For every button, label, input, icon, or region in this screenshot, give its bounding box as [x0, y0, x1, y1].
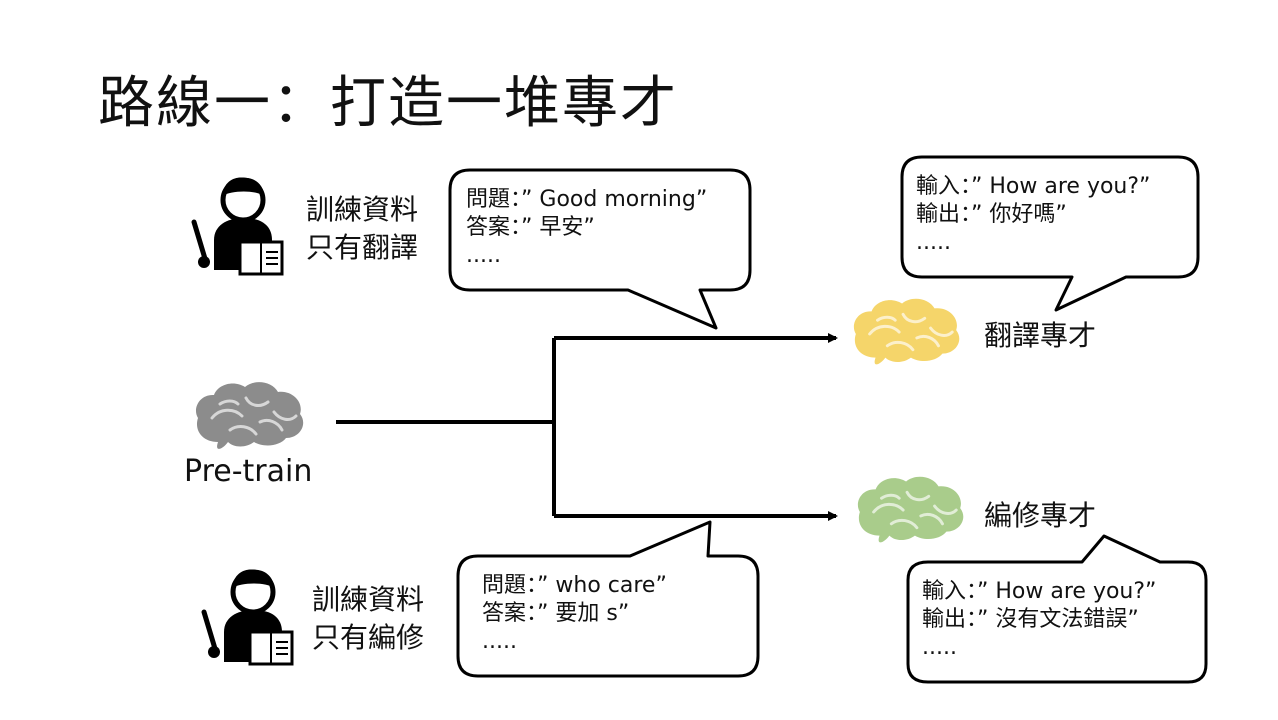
pretrain-label: Pre-train — [184, 454, 313, 489]
translator-training-bubble-text: 問題：” Good morning” 答案：” 早安” ..... — [466, 186, 707, 270]
editor-training-bubble — [456, 520, 760, 678]
editor-training-label-line1: 訓練資料 — [312, 583, 425, 616]
translator-training-answer: 答案：” 早安” — [466, 215, 595, 240]
translator-training-bubble — [448, 168, 752, 330]
editor-training-ellipsis: ..... — [482, 629, 517, 654]
connector-lines — [336, 333, 838, 521]
editor-result-output: 輸出：” 沒有文法錯誤” — [922, 607, 1139, 632]
translator-training-question: 問題：” Good morning” — [466, 187, 708, 212]
teacher-icon-editor — [201, 569, 294, 666]
translator-result-bubble-text: 輸入：” How are you?” 輸出：” 你好嗎” ..... — [916, 173, 1150, 257]
translator-training-label-line1: 訓練資料 — [306, 193, 419, 226]
translator-training-ellipsis: ..... — [466, 243, 501, 268]
editor-training-answer: 答案：” 要加 s” — [482, 601, 630, 626]
translator-brain-icon — [852, 297, 961, 366]
translator-result-ellipsis: ..... — [916, 230, 951, 255]
editor-result-label: 編修專才 — [984, 499, 1097, 532]
editor-result-bubble — [906, 534, 1208, 684]
editor-training-bubble-text: 問題：” who care” 答案：” 要加 s” ..... — [482, 572, 667, 656]
pretrain-brain-icon — [194, 380, 305, 451]
translator-result-input: 輸入：” How are you?” — [916, 174, 1151, 199]
editor-brain-icon — [856, 475, 965, 544]
editor-result-input: 輸入：” How are you?” — [922, 579, 1157, 604]
editor-result-bubble-text: 輸入：” How are you?” 輸出：” 沒有文法錯誤” ..... — [922, 578, 1156, 662]
page-title: 路線一：打造一堆專才 — [98, 71, 678, 136]
editor-training-question: 問題：” who care” — [482, 573, 667, 598]
editor-result-ellipsis: ..... — [922, 635, 957, 660]
translator-training-label-line2: 只有翻譯 — [306, 231, 419, 264]
teacher-icon-translator — [191, 177, 284, 276]
editor-training-label-line2: 只有編修 — [312, 621, 425, 654]
translator-result-output: 輸出：” 你好嗎” — [916, 202, 1067, 227]
translator-result-bubble — [900, 155, 1200, 312]
translator-result-label: 翻譯專才 — [984, 319, 1097, 352]
